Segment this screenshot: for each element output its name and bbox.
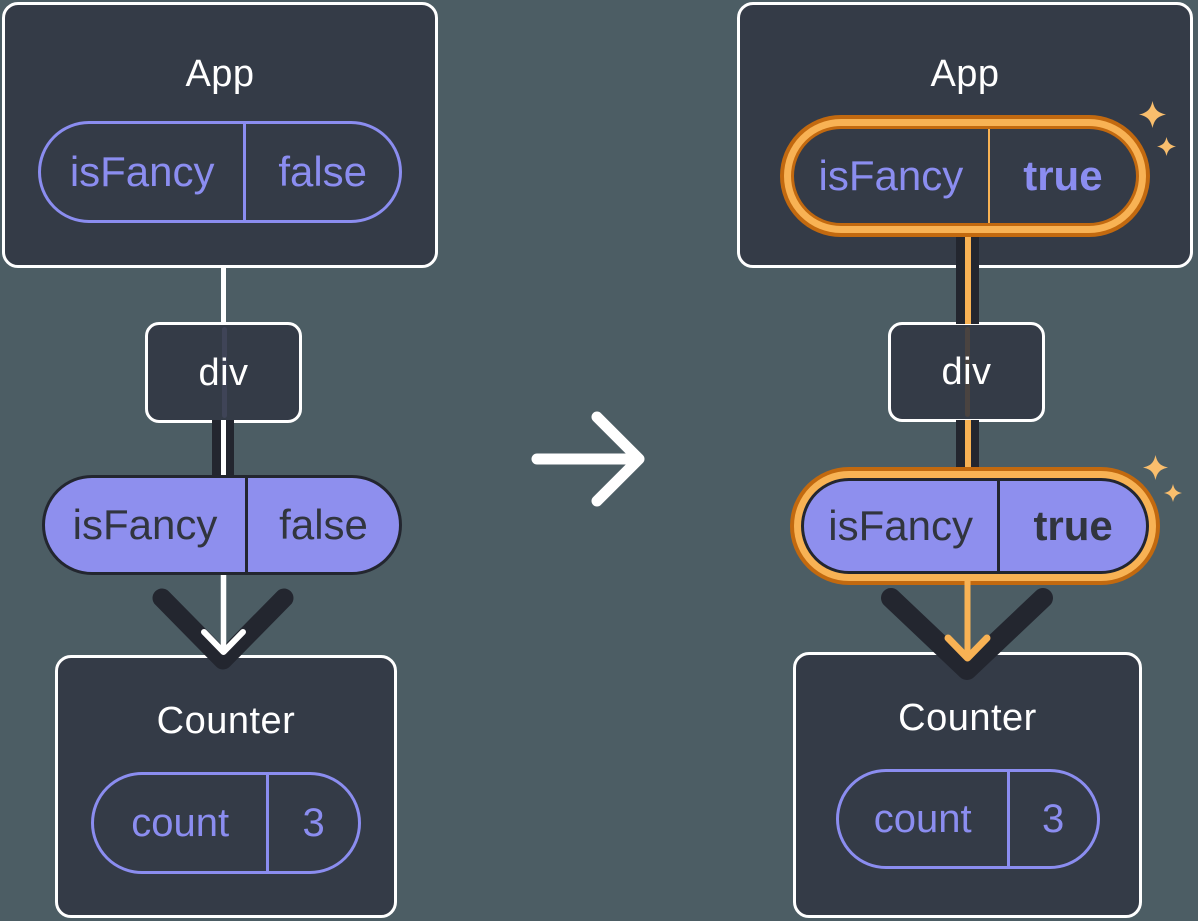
app-node-before: App isFancy false [2,2,438,268]
prop-name: isFancy [804,481,1001,571]
sparkle-icon [1157,137,1176,156]
app-node-after: App isFancy true [737,2,1193,268]
passed-prop-pill-after: isFancy true [801,478,1149,574]
state-value: 3 [302,800,325,845]
prop-name: isFancy [794,129,990,223]
transition-arrow-right-icon [531,411,645,507]
prop-flow-ghost-line [221,327,227,418]
app-prop-pill-before: isFancy false [38,121,402,223]
state-name: count [839,772,1010,866]
prop-value: true [1023,152,1103,199]
prop-value: false [279,501,368,548]
div-node-before: div [145,322,302,423]
prop-name: isFancy [45,478,249,572]
prop-arrow-down-icon [152,575,294,670]
prop-flow-core-after-2 [965,420,971,475]
prop-flow-core-after [965,237,971,324]
counter-title: Counter [898,697,1037,739]
highlight-ring-inner: isFancy true [784,119,1146,233]
counter-title: Counter [156,700,296,742]
highlight-ring-inner: isFancy true [794,471,1156,581]
app-title: App [185,53,255,95]
div-title: div [198,351,249,394]
counter-node-after: Counter count 3 [793,652,1142,918]
state-name: count [94,775,270,871]
sparkle-icon [1139,101,1166,128]
tree-edge-core-before [221,420,226,478]
prop-name: isFancy [41,124,247,220]
prop-value: true [1033,502,1113,549]
counter-state-pill-after: count 3 [835,769,1100,869]
app-title: App [930,53,1000,95]
prop-value: false [278,148,368,195]
div-title: div [941,351,992,393]
tree-edge-app-div-before [221,265,226,325]
sparkle-icon [1164,484,1182,502]
counter-node-before: Counter count 3 [55,655,397,918]
app-prop-pill-after: isFancy true [791,126,1139,226]
sparkle-icon [1143,455,1168,480]
changed-highlight-ring: isFancy true [790,467,1160,585]
passed-prop-pill-before: isFancy false [42,475,402,575]
changed-highlight-ring: isFancy true [780,115,1150,237]
state-value: 3 [1042,796,1065,841]
div-node-after: div [888,322,1045,422]
prop-flow-ghost-line [964,327,970,417]
prop-arrow-down-icon [881,580,1053,680]
counter-state-pill-before: count 3 [91,772,361,874]
